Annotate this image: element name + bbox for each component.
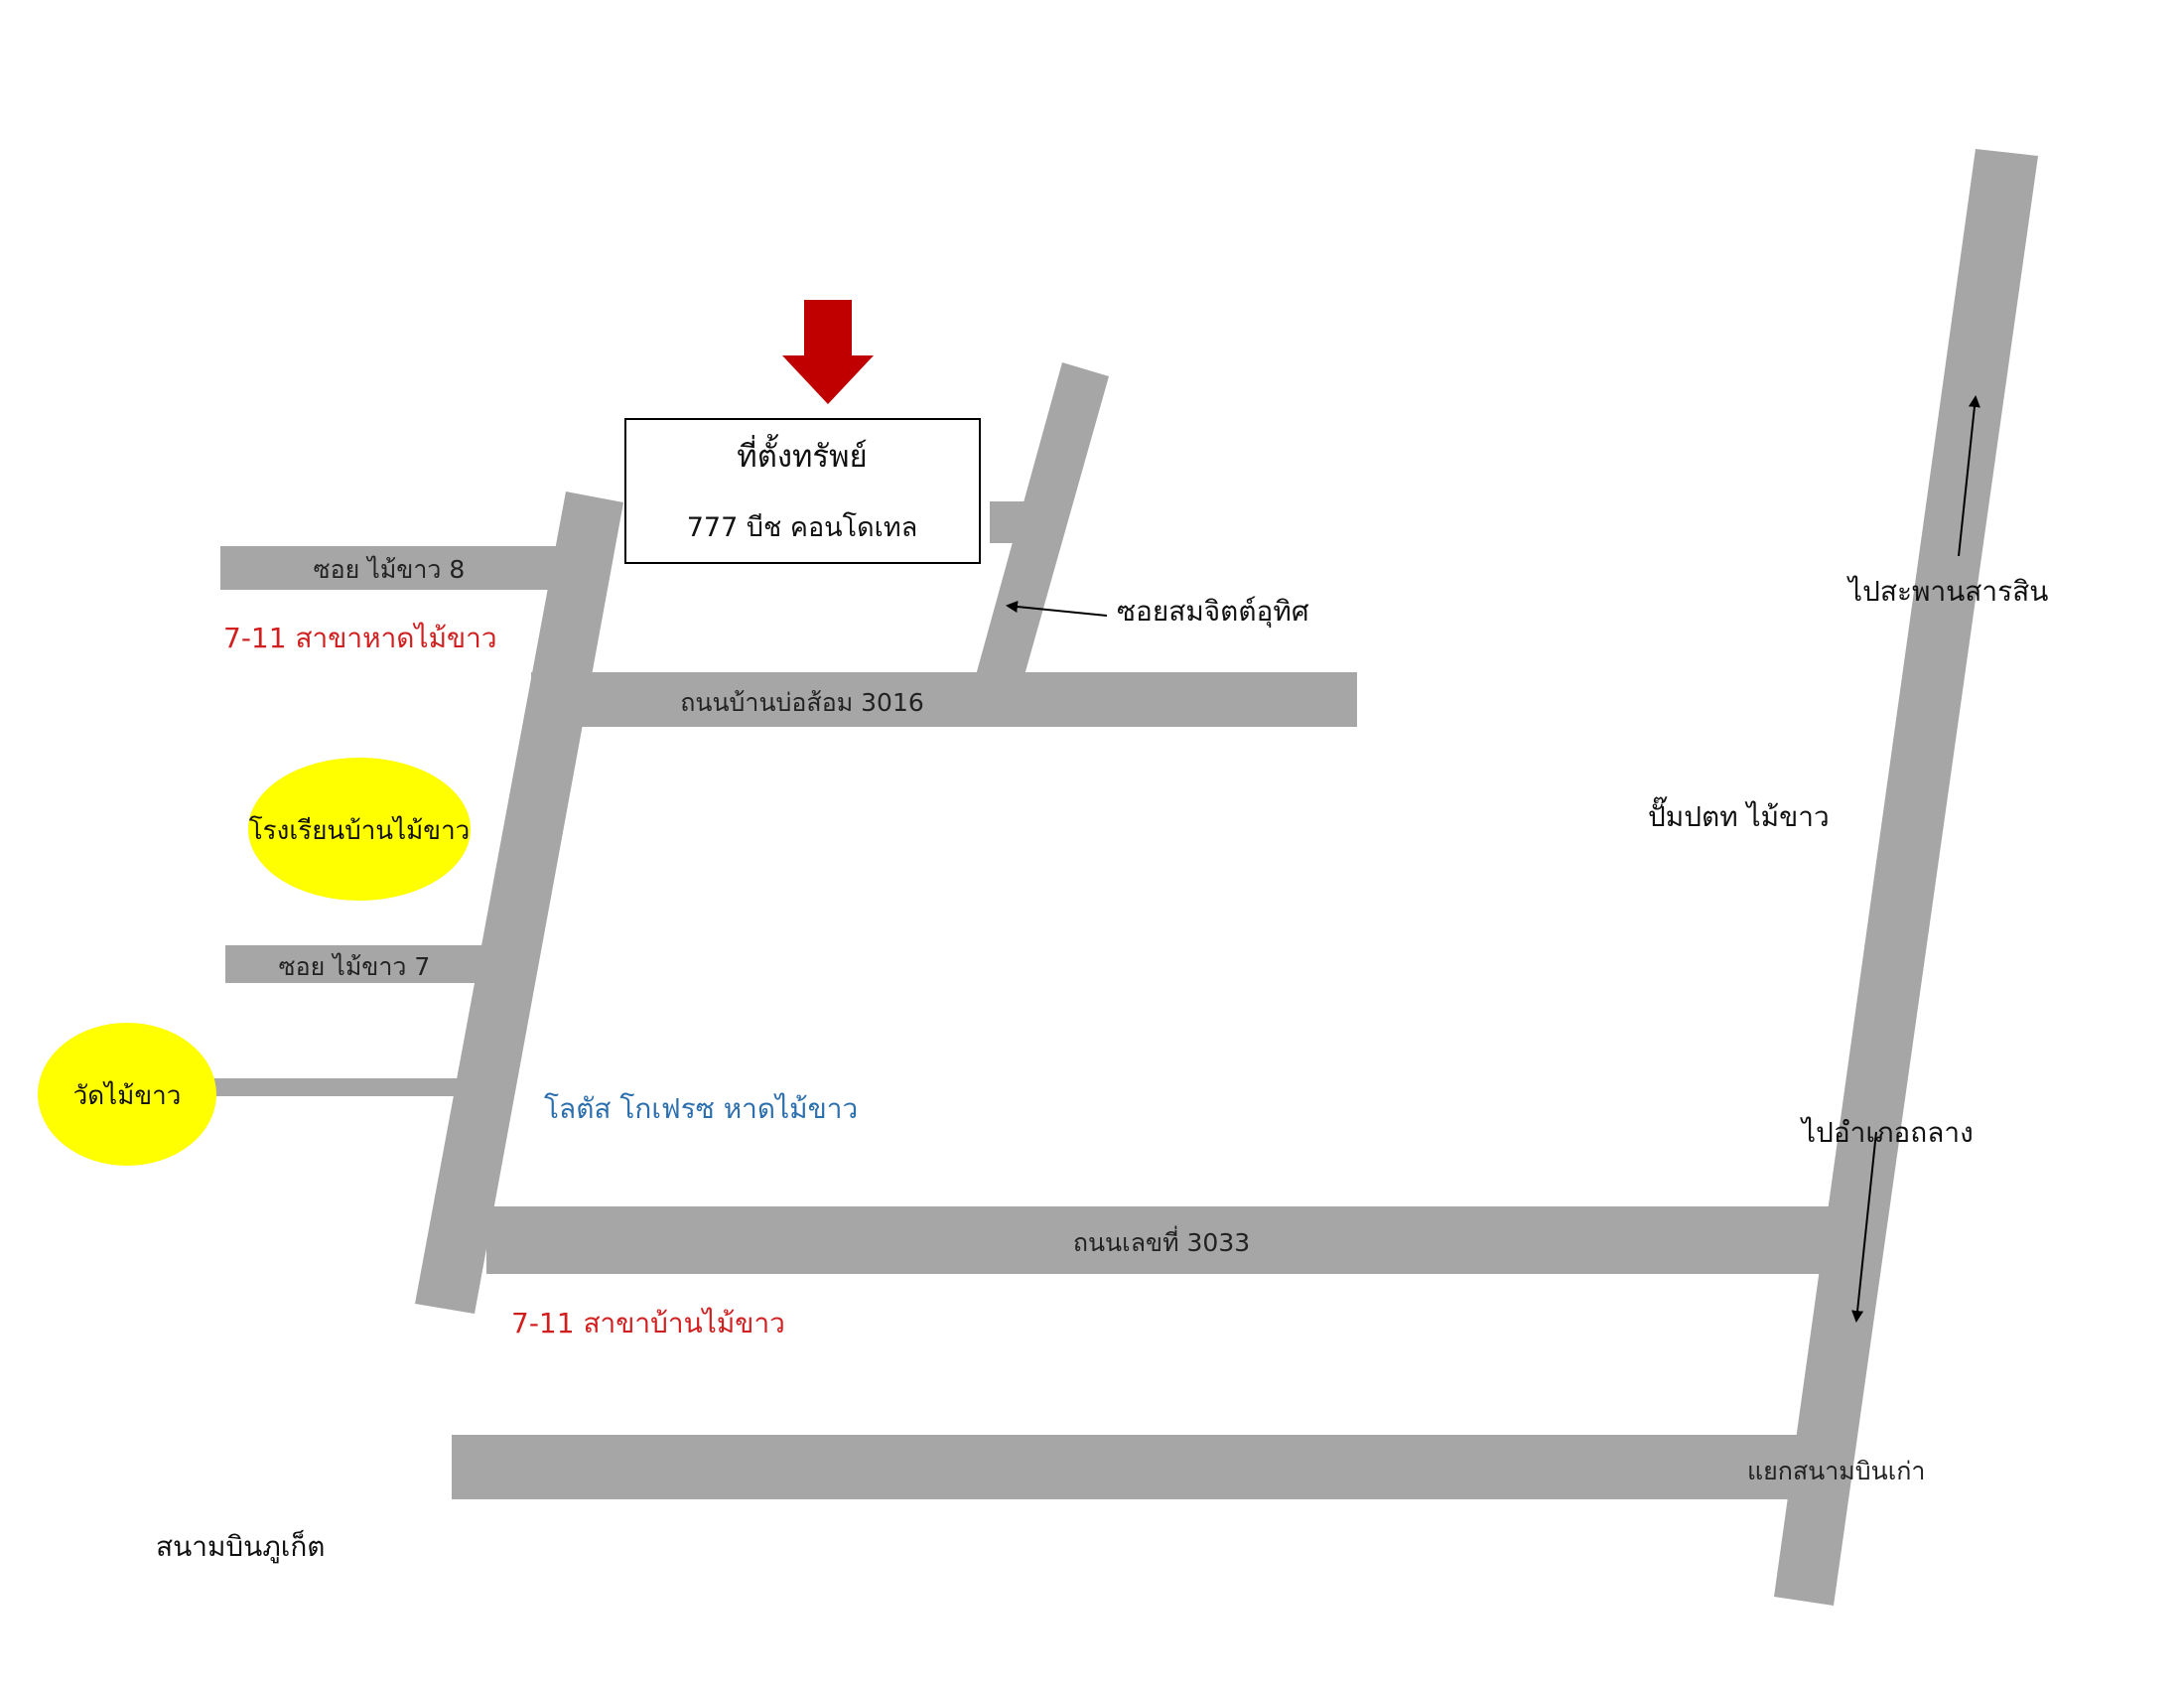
property-box bbox=[624, 418, 981, 564]
temple-landmark bbox=[38, 1023, 216, 1166]
gas-station-label: ปั๊มปตท ไม้ขาว bbox=[1648, 796, 1830, 833]
old-airport-junction-label: แยกสนามบินเก่า bbox=[1747, 1457, 1925, 1485]
arrow-icon-thalang bbox=[1851, 1131, 1877, 1323]
to-sarasin-label: ไปสะพานสารสิน bbox=[1846, 575, 2048, 608]
arrow-icon-sarasin bbox=[1958, 395, 1980, 557]
soi-8-road bbox=[220, 546, 561, 590]
airport-label: สนามบินภูเก็ต bbox=[156, 1529, 326, 1564]
soi-7-label: ซอย ไม้ขาว 7 bbox=[279, 952, 431, 981]
soi-7-road bbox=[225, 945, 486, 983]
school-landmark bbox=[248, 758, 471, 901]
property-title: ที่ตั้งทรัพย์ bbox=[737, 434, 867, 475]
school-label: โรงเรียนบ้านไม้ขาว bbox=[249, 815, 471, 846]
seven-eleven-ban-label: 7-11 สาขาบ้านไม้ขาว bbox=[511, 1307, 785, 1339]
temple-label: วัดไม้ขาว bbox=[73, 1080, 182, 1111]
soi-somjit-road bbox=[976, 362, 1109, 675]
highway-right bbox=[1774, 149, 2038, 1606]
lotus-label: โลตัส โกเฟรซ หาดไม้ขาว bbox=[544, 1092, 858, 1125]
road-3033 bbox=[486, 1206, 1837, 1274]
road-3016 bbox=[531, 672, 1357, 727]
soi-8-label: ซอย ไม้ขาว 8 bbox=[314, 555, 466, 584]
southern-road bbox=[452, 1435, 1807, 1499]
property-subtitle: 777 บีช คอนโดเทล bbox=[687, 512, 918, 543]
red-down-arrow-icon bbox=[782, 300, 874, 404]
road-3016-label: ถนนบ้านบ่อส้อม 3016 bbox=[680, 688, 924, 717]
main-road-diagonal bbox=[415, 492, 623, 1314]
arrow-icon-somjit bbox=[1006, 601, 1108, 617]
soi-somjit-stub bbox=[990, 501, 1029, 543]
seven-eleven-hat-label: 7-11 สาขาหาดไม้ขาว bbox=[223, 622, 497, 654]
road-3033-label: ถนนเลขที่ 3033 bbox=[1073, 1225, 1250, 1257]
soi-somjit-label: ซอยสมจิตต์อุทิศ bbox=[1117, 595, 1309, 629]
temple-road bbox=[213, 1078, 463, 1096]
roads bbox=[213, 149, 2038, 1606]
to-thalang-label: ไปอำเภอถลาง bbox=[1800, 1116, 1974, 1149]
